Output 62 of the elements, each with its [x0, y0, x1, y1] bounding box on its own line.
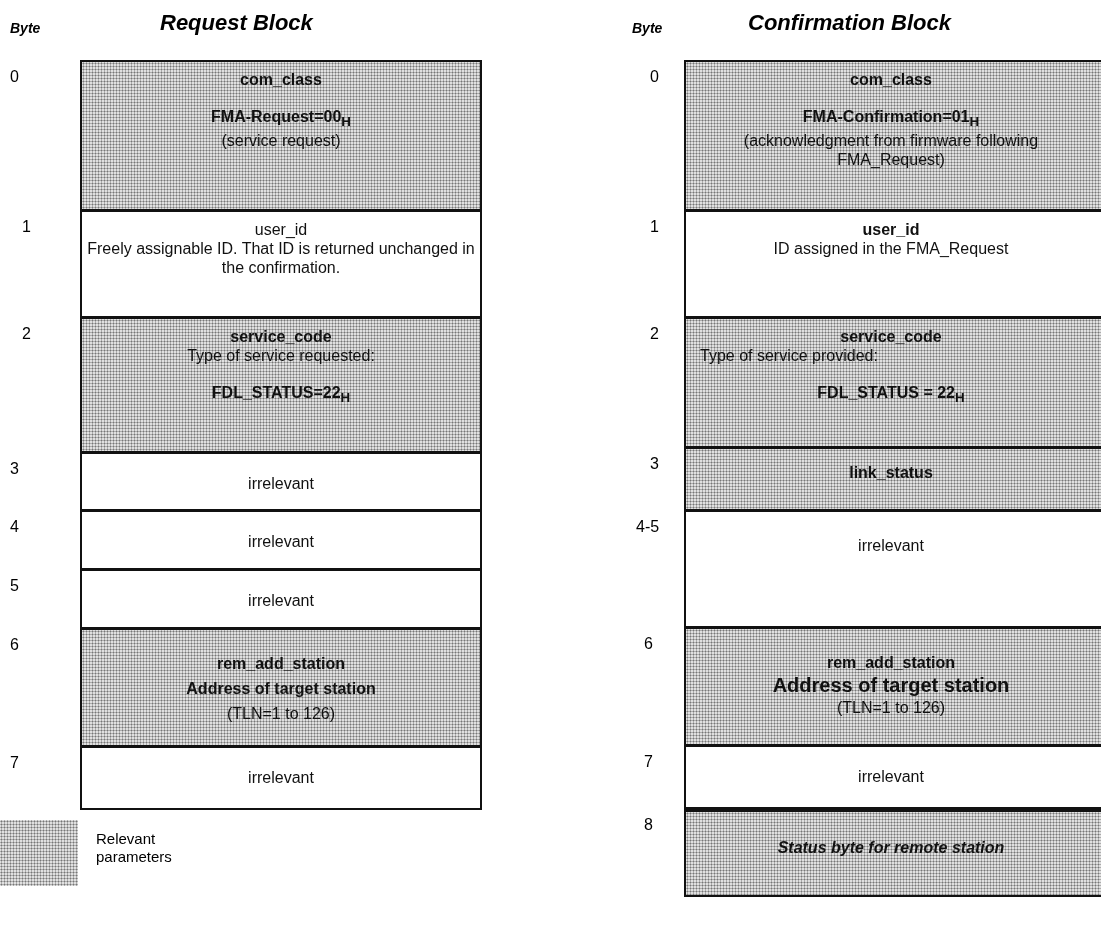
field-text: irrelevant: [248, 474, 314, 493]
field-text: Type of service provided:: [699, 346, 878, 365]
byte-number: 7: [10, 754, 19, 772]
field-text: FMA-Confirmation=01$_{H}$: [802, 107, 980, 132]
field-name: com_class: [850, 70, 932, 89]
byte-number: 0: [10, 68, 19, 86]
byte-number: 8: [644, 816, 653, 834]
shaded-field-row: [684, 627, 1101, 746]
field-text: Address of target station: [772, 673, 1010, 698]
byte-number: 2: [650, 325, 659, 343]
shaded-field-row: [80, 317, 482, 453]
field-text: link_status: [849, 463, 933, 482]
byte-number: 1: [22, 218, 31, 236]
byte-number: 2: [22, 325, 31, 343]
field-text: irrelevant: [858, 767, 924, 786]
byte-number: 6: [10, 636, 19, 654]
byte-header: Byte: [632, 20, 663, 36]
byte-number: 3: [650, 455, 659, 473]
byte-number: 7: [644, 753, 653, 771]
field-text: FMA-Request=00$_{H}$: [211, 107, 351, 132]
field-text: Type of service requested:: [187, 346, 375, 365]
byte-number: 6: [644, 635, 653, 653]
field-text: Status byte for remote station: [777, 838, 1005, 857]
legend-text: Relevant parameters: [96, 830, 173, 866]
block-title: Confirmation Block: [748, 10, 951, 36]
field-text: irrelevant: [858, 536, 924, 555]
field-text: FDL_STATUS = 22$_{H}$: [817, 383, 965, 408]
field-text: FDL_STATUS=22$_{H}$: [211, 383, 351, 408]
shaded-field-row: [684, 317, 1101, 448]
byte-header: Byte: [10, 20, 41, 36]
block-title: Request Block: [160, 10, 313, 36]
field-text: Freely assignable ID. That ID is returned unchanged in the confirmation.: [86, 239, 476, 277]
shaded-field-row: [80, 628, 482, 747]
byte-number: 3: [10, 460, 19, 478]
field-text: ID assigned in the FMA_Request: [773, 239, 1009, 258]
shaded-field-row: [684, 60, 1101, 211]
field-name: user_id: [254, 220, 308, 239]
field-name: user_id: [862, 220, 920, 239]
byte-number: 4: [10, 518, 19, 536]
field-row: [80, 510, 482, 570]
field-text: irrelevant: [248, 768, 314, 787]
field-name: com_class: [240, 70, 322, 89]
field-text: Address of target station: [186, 679, 376, 698]
field-text: (service request): [221, 131, 341, 151]
field-text: (acknowledgment from firmware following FMA_Request): [742, 131, 1040, 170]
field-text: (TLN=1 to 126): [226, 704, 336, 723]
shaded-field-row: [80, 60, 482, 211]
byte-number: 1: [650, 218, 659, 236]
field-name: service_code: [840, 327, 942, 346]
shaded-field-row: [684, 447, 1101, 511]
field-text: (TLN=1 to 126): [836, 698, 946, 717]
field-text: irrelevant: [248, 532, 314, 551]
byte-number: 4-5: [636, 518, 660, 536]
field-row: [80, 452, 482, 511]
field-name: rem_add_station: [826, 653, 955, 672]
field-text: irrelevant: [248, 591, 314, 610]
field-name: service_code: [230, 327, 332, 346]
shaded-field-row: [684, 808, 1101, 897]
byte-number: 5: [10, 577, 19, 595]
field-row: [80, 746, 482, 810]
field-name: rem_add_station: [216, 654, 345, 673]
byte-number: 0: [650, 68, 659, 86]
